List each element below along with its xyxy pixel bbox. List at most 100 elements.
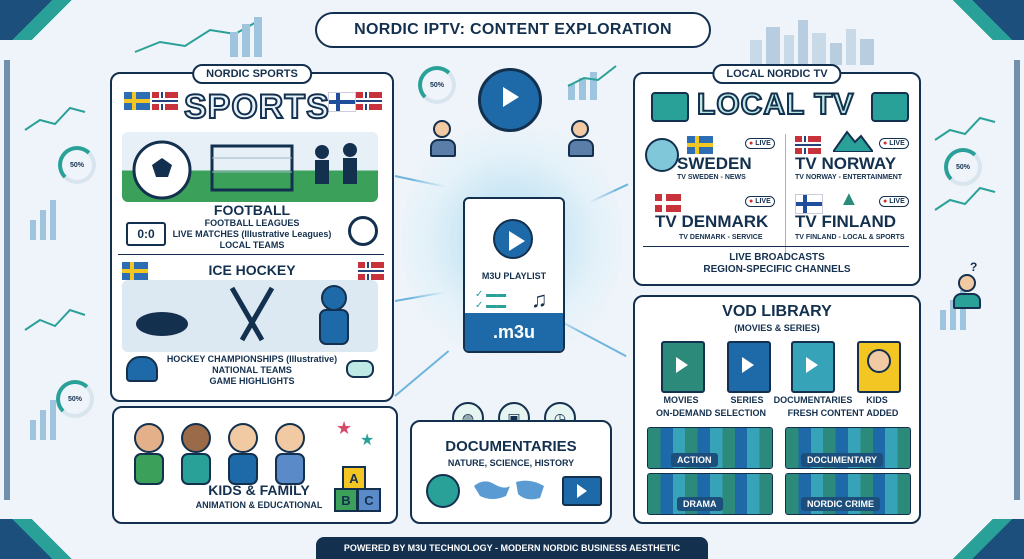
section-divider bbox=[118, 254, 384, 255]
live-badge: LIVE bbox=[745, 196, 775, 207]
channel-name: TV FINLAND bbox=[795, 212, 897, 231]
denmark-flag-icon bbox=[655, 194, 681, 212]
series-poster-icon[interactable] bbox=[727, 341, 771, 393]
kids-poster-icon[interactable] bbox=[857, 341, 901, 393]
side-charts-right bbox=[934, 116, 996, 330]
m3u-playlist-file[interactable]: M3U PLAYLIST ✓ ▬▬✓ ▬▬ ♫ .m3u bbox=[463, 197, 565, 353]
channel-divider bbox=[785, 134, 786, 254]
kids-illustration bbox=[134, 423, 305, 485]
shelf-label: ACTION bbox=[671, 453, 718, 467]
kids-title: KIDS & FAMILY bbox=[208, 482, 310, 498]
block-b-icon: B bbox=[334, 488, 358, 512]
channel-name: TV NORWAY bbox=[795, 154, 897, 173]
hockey-title: ICE HOCKEY bbox=[208, 262, 296, 278]
vod-title: VOD LIBRARY bbox=[722, 303, 832, 320]
user-icon bbox=[430, 120, 456, 157]
documentaries-panel: DOCUMENTARIES NATURE, SCIENCE, HISTORY bbox=[410, 420, 612, 524]
channel-sub: TV NORWAY - ENTERTAINMENT bbox=[795, 174, 903, 181]
channel-sub: TV DENMARK - SERVICE bbox=[679, 234, 763, 241]
live-badge: LIVE bbox=[879, 138, 909, 149]
sweden-flag-icon bbox=[687, 136, 713, 154]
live-badge: LIVE bbox=[745, 138, 775, 149]
vod-item-label: KIDS bbox=[866, 395, 888, 405]
stat-donut: 50% bbox=[58, 146, 96, 184]
scoreboard-icon: 0:0 bbox=[126, 222, 166, 246]
frame-side bbox=[4, 60, 10, 500]
frame-corner bbox=[934, 519, 1024, 559]
local-tv-heading: LOCAL TV bbox=[696, 87, 855, 122]
football-title: FOOTBALL bbox=[213, 202, 291, 218]
finland-flag-icon bbox=[795, 194, 823, 214]
sweden-flag-icon bbox=[124, 92, 150, 110]
playlist-label: M3U PLAYLIST bbox=[481, 271, 547, 281]
globe-icon bbox=[426, 474, 460, 508]
sports-heading: SPORTS bbox=[183, 87, 330, 127]
film-strip-icon bbox=[562, 476, 602, 506]
channel-name: SWEDEN bbox=[677, 154, 752, 173]
block-a-icon: A bbox=[342, 466, 366, 490]
footer-banner: POWERED BY M3U TECHNOLOGY - MODERN NORDI… bbox=[316, 537, 708, 559]
channel-sub: TV FINLAND - LOCAL & SPORTS bbox=[795, 234, 905, 241]
shelf-label: DOCUMENTARY bbox=[801, 453, 883, 467]
page-title: NORDIC IPTV: CONTENT EXPLORATION bbox=[315, 12, 711, 48]
movies-poster-icon[interactable] bbox=[661, 341, 705, 393]
helmet-icon bbox=[126, 356, 158, 382]
play-icon[interactable] bbox=[478, 68, 542, 132]
frame-corner bbox=[0, 519, 90, 559]
tree-icon: ▲ bbox=[839, 188, 859, 210]
channel-name: TV DENMARK bbox=[655, 212, 769, 231]
block-c-icon: C bbox=[357, 488, 381, 512]
frame-corner bbox=[934, 0, 1024, 40]
finland-flag-icon bbox=[328, 92, 356, 112]
norway-flag-icon bbox=[152, 92, 178, 110]
shelf-action[interactable] bbox=[647, 427, 773, 469]
star-icon: ★ bbox=[360, 432, 375, 449]
documentaries-subtitle: NATURE, SCIENCE, HISTORY bbox=[447, 458, 575, 468]
vod-subtitle: (MOVIES & SERIES) bbox=[734, 323, 820, 333]
tv-icon bbox=[651, 92, 689, 122]
norway-flag-icon bbox=[356, 92, 382, 110]
channel-sub: TV SWEDEN - NEWS bbox=[677, 174, 746, 181]
football-scene bbox=[122, 132, 378, 202]
star-icon: ★ bbox=[336, 418, 353, 438]
vod-item-label: DOCUMENTARIES bbox=[773, 395, 853, 405]
frame-side bbox=[1014, 60, 1020, 500]
sports-panel: NORDIC SPORTS SPORTS FOOTBALL FOOTBALL L… bbox=[110, 64, 394, 402]
world-map-icon bbox=[474, 480, 544, 500]
vod-note: ON-DEMAND SELECTION bbox=[656, 408, 766, 418]
tv-icon bbox=[871, 92, 909, 122]
live-badge: LIVE bbox=[879, 196, 909, 207]
globe-icon bbox=[645, 138, 679, 172]
norway-flag-icon bbox=[358, 262, 384, 280]
kids-panel: ★ ★ KIDS & FAMILY ANIMATION & EDUCATIONA… bbox=[112, 406, 398, 524]
file-extension: .m3u bbox=[465, 313, 563, 351]
football-details: FOOTBALL LEAGUES LIVE MATCHES (Illustrat… bbox=[172, 218, 332, 250]
frame-corner bbox=[0, 0, 90, 40]
local-tv-panel: LOCAL NORDIC TV LOCAL TV LIVE SWEDEN TV … bbox=[633, 64, 921, 286]
section-divider bbox=[643, 246, 909, 247]
music-note-icon: ♫ bbox=[531, 287, 548, 312]
hockey-details: HOCKEY CHAMPIONSHIPS (Illustrative) NATI… bbox=[166, 354, 338, 386]
city-skyline bbox=[750, 20, 874, 65]
sports-tag: NORDIC SPORTS bbox=[192, 64, 312, 84]
stat-donut: 50% bbox=[944, 148, 982, 186]
stat-donut: 50% bbox=[418, 66, 456, 104]
user-question-icon: ? bbox=[952, 260, 982, 309]
stopwatch-icon bbox=[348, 216, 378, 246]
vod-item-label: SERIES bbox=[730, 395, 764, 405]
play-icon bbox=[493, 219, 533, 259]
top-line-chart bbox=[134, 17, 262, 57]
checklist-icon: ✓ ▬▬✓ ▬▬ bbox=[475, 289, 507, 311]
kids-subtitle: ANIMATION & EDUCATIONAL bbox=[195, 500, 323, 510]
documentaries-poster-icon[interactable] bbox=[791, 341, 835, 393]
documentaries-title: DOCUMENTARIES bbox=[445, 438, 577, 455]
shelf-label: DRAMA bbox=[677, 497, 723, 511]
user-icon bbox=[568, 120, 594, 157]
growth-chart-icon bbox=[567, 65, 617, 100]
local-tv-footer: LIVE BROADCASTS REGION-SPECIFIC CHANNELS bbox=[703, 252, 851, 275]
flow-arrow bbox=[394, 350, 450, 397]
stat-donut: 50% bbox=[56, 380, 94, 418]
vod-item-label: MOVIES bbox=[663, 395, 699, 405]
local-tv-tag: LOCAL NORDIC TV bbox=[712, 64, 842, 84]
vod-note: FRESH CONTENT ADDED bbox=[787, 408, 899, 418]
